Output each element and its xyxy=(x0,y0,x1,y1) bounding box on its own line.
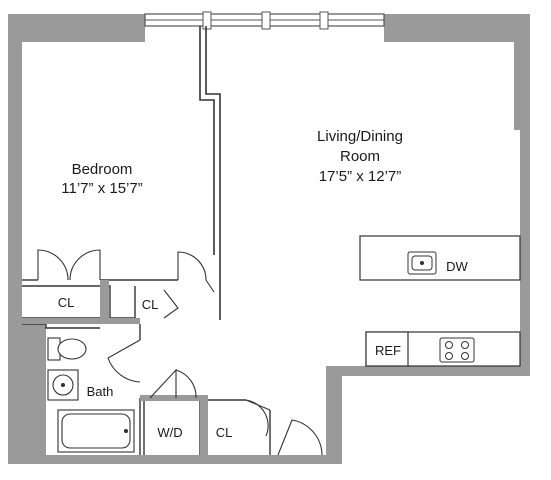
refrigerator-label: REF xyxy=(375,343,401,358)
windows xyxy=(144,11,385,30)
closet-entry-label: CL xyxy=(215,425,233,440)
kitchen-sink xyxy=(407,251,472,281)
bath-fixtures xyxy=(47,337,135,453)
bath-label: Bath xyxy=(86,384,114,399)
living-dimensions: 17’5” x 12’7” xyxy=(318,168,402,185)
living-name-line1: Living/Dining xyxy=(317,128,403,145)
doors xyxy=(37,249,323,456)
living-name-line2: Room xyxy=(339,148,380,165)
bedroom-name: Bedroom xyxy=(71,161,133,178)
closet-small-label: CL xyxy=(141,297,159,312)
interior-wall-blocks xyxy=(22,280,208,455)
bedroom-dimensions: 11’7” x 15’7” xyxy=(61,180,143,197)
exterior-walls xyxy=(8,14,530,464)
washer-dryer-label: W/D xyxy=(157,425,183,440)
stove xyxy=(439,337,475,363)
closet-bedroom-label: CL xyxy=(57,295,75,310)
dishwasher-label: DW xyxy=(446,259,468,274)
